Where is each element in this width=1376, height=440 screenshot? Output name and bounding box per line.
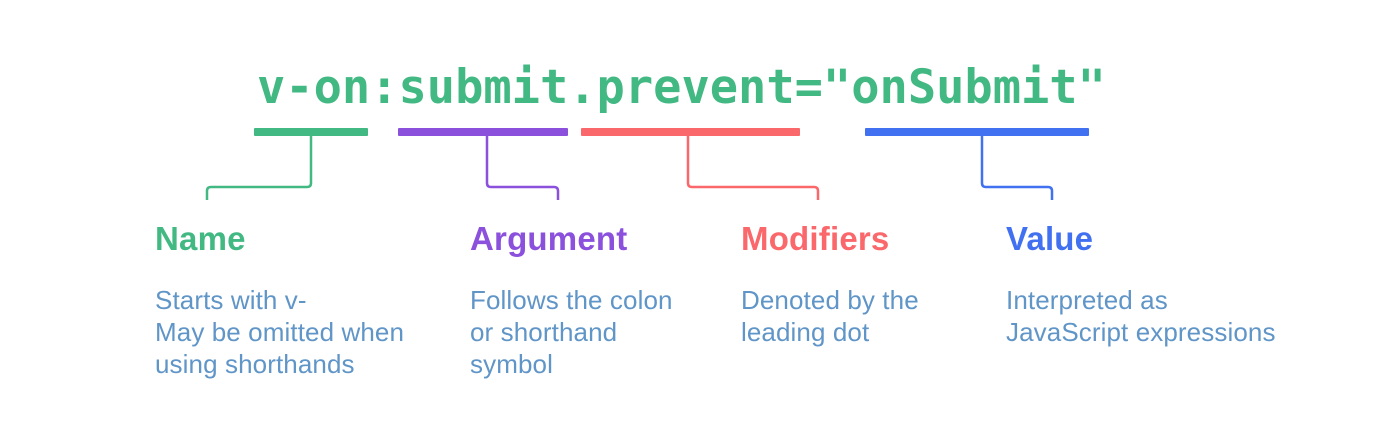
name-description: Starts with v- May be omitted when using… bbox=[155, 284, 485, 380]
argument-underline-bar bbox=[398, 128, 568, 136]
name-underline-bar bbox=[254, 128, 368, 136]
modifiers-underline-bar bbox=[581, 128, 800, 136]
name-label: Name bbox=[155, 220, 246, 257]
argument-label: Argument bbox=[470, 220, 628, 257]
value-description: Interpreted as JavaScript expressions bbox=[1006, 284, 1336, 348]
description-line: Denoted by the bbox=[741, 285, 919, 315]
name-connector-line bbox=[205, 136, 313, 200]
description-line: Interpreted as bbox=[1006, 285, 1168, 315]
argument-description: Follows the colon or shorthand symbol bbox=[470, 284, 800, 380]
argument-connector-line bbox=[485, 136, 560, 200]
name-group: Name Starts with v- May be omitted when … bbox=[155, 222, 485, 380]
argument-group: Argument Follows the colon or shorthand … bbox=[470, 222, 800, 380]
value-label: Value bbox=[1006, 220, 1094, 257]
description-line: May be omitted when bbox=[155, 317, 405, 347]
value-group: Value Interpreted as JavaScript expressi… bbox=[1006, 222, 1336, 348]
description-line: Starts with v- bbox=[155, 285, 307, 315]
code-snippet: v-on:submit.prevent="onSubmit" bbox=[257, 60, 1106, 115]
modifiers-label: Modifiers bbox=[741, 220, 890, 257]
description-line: JavaScript expressions bbox=[1006, 317, 1276, 347]
description-line: symbol bbox=[470, 349, 553, 379]
description-line: Follows the colon bbox=[470, 285, 673, 315]
modifiers-description: Denoted by the leading dot bbox=[741, 284, 1071, 348]
description-line: or shorthand bbox=[470, 317, 618, 347]
description-line: leading dot bbox=[741, 317, 870, 347]
modifiers-connector-line bbox=[686, 136, 820, 200]
value-underline-bar bbox=[865, 128, 1089, 136]
modifiers-group: Modifiers Denoted by the leading dot bbox=[741, 222, 1071, 348]
description-line: using shorthands bbox=[155, 349, 355, 379]
value-connector-line bbox=[980, 136, 1054, 200]
